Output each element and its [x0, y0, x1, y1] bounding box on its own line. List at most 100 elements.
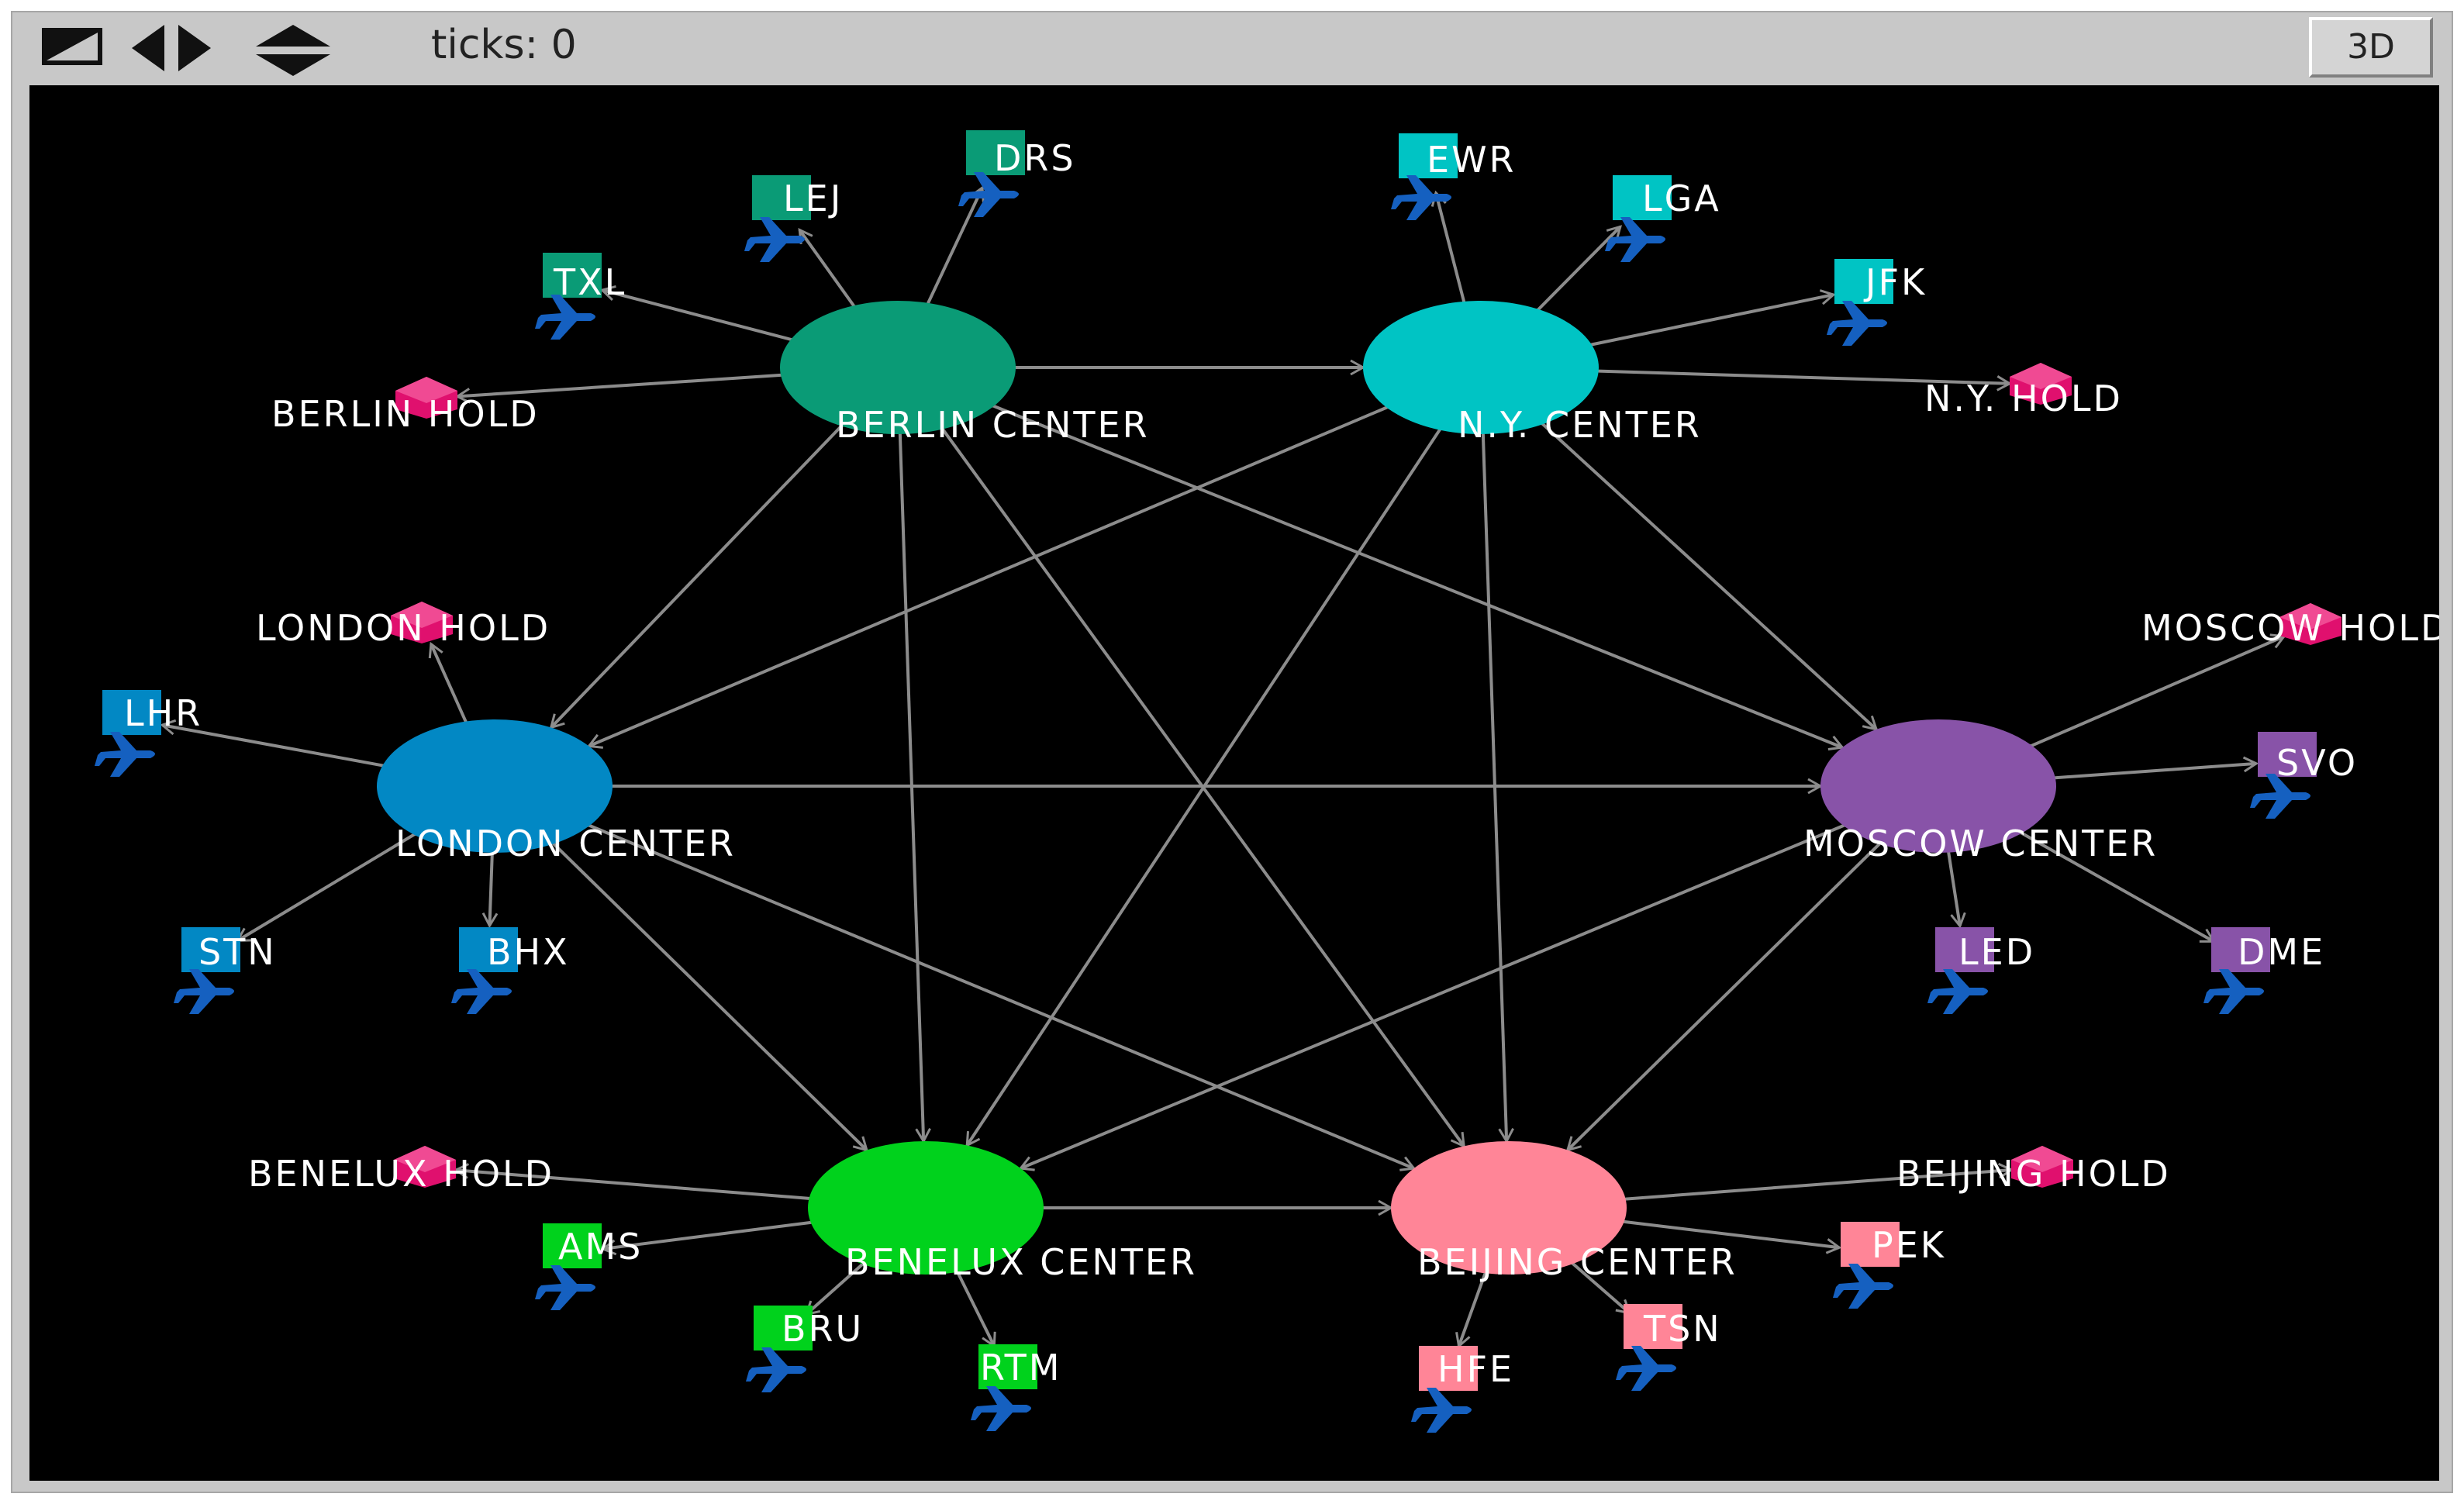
- airport-label-drs: DRS: [994, 137, 1076, 179]
- hold-label-moscow: MOSCOW HOLD: [2141, 607, 2439, 649]
- airport-node-ewr: [1391, 133, 1458, 220]
- 3d-view-button[interactable]: 3D: [2309, 17, 2433, 78]
- airport-node-bru: [746, 1306, 813, 1392]
- airport-label-txl: TXL: [553, 261, 626, 303]
- center-node-london: [377, 719, 613, 853]
- airport-label-ams: AMS: [558, 1226, 643, 1268]
- airport-square-lej: [752, 175, 811, 220]
- link-ny-lga: [1524, 225, 1623, 324]
- airport-square-txl: [543, 253, 602, 298]
- center-node-berlin: [780, 301, 1016, 434]
- plane-icon: [1411, 1388, 1472, 1433]
- step-forward-icon[interactable]: [175, 23, 214, 73]
- link-ny-moscow: [1528, 410, 1879, 731]
- airport-square-dme: [2211, 927, 2270, 972]
- airport-label-jfk: JFK: [1863, 261, 1927, 303]
- link-berlin-lej: [798, 228, 868, 320]
- link-london-stn: [235, 821, 429, 943]
- plane-icon: [1391, 175, 1451, 220]
- airport-square-lhr: [102, 690, 161, 735]
- center-label-berlin: BERLIN CENTER: [836, 404, 1150, 446]
- plane-icon: [746, 1347, 806, 1392]
- link-moscow-dme: [2007, 820, 2216, 943]
- link-ny-london: [586, 395, 1401, 749]
- airport-square-rtm: [978, 1344, 1037, 1389]
- airport-label-lga: LGA: [1642, 178, 1721, 219]
- plane-icon: [535, 295, 595, 340]
- link-berlin-txl: [599, 285, 806, 350]
- airport-node-ams: [535, 1223, 602, 1310]
- link-moscow-beijing: [1565, 830, 1894, 1152]
- link-london-hold: [428, 641, 478, 736]
- airport-node-stn: [174, 927, 240, 1014]
- link-moscow-hold: [2017, 633, 2286, 758]
- hold-node-beijing: [2011, 1146, 2073, 1188]
- plane-icon: [958, 172, 1019, 217]
- netlogo-view-window: ticks: 0 3D BERLIN CENTER N.Y. CENTER LOND…: [11, 11, 2453, 1493]
- hold-node-benelux: [394, 1146, 456, 1188]
- link-benelux-bru: [804, 1250, 877, 1316]
- airport-node-dme: [2203, 927, 2270, 1014]
- link-moscow-led: [1938, 838, 1966, 929]
- center-label-moscow: MOSCOW CENTER: [1803, 823, 2158, 864]
- airport-square-lga: [1613, 175, 1672, 220]
- link-beijing-hold: [1612, 1162, 2014, 1209]
- step-back-icon[interactable]: [129, 23, 167, 73]
- link-london-benelux: [539, 830, 869, 1152]
- link-moscow-svo: [2041, 756, 2259, 787]
- link-london-lhr: [160, 719, 397, 776]
- center-node-moscow: [1820, 719, 2056, 853]
- plane-icon: [1927, 969, 1988, 1014]
- hold-node-moscow: [2279, 603, 2341, 645]
- airport-square-drs: [966, 130, 1025, 175]
- airport-square-bhx: [459, 927, 518, 972]
- airport-node-tsn: [1616, 1304, 1682, 1391]
- center-label-beijing: BEIJING CENTER: [1417, 1241, 1738, 1283]
- airport-square-led: [1935, 927, 1994, 972]
- center-label-ny: N.Y. CENTER: [1458, 404, 1702, 446]
- link-london-bhx: [481, 839, 501, 929]
- plane-icon: [1833, 1264, 1893, 1309]
- airport-square-stn: [181, 927, 240, 972]
- link-benelux-rtm: [945, 1257, 996, 1348]
- hold-label-london: LONDON HOLD: [256, 607, 550, 649]
- plane-icon: [2203, 969, 2264, 1014]
- link-london-beijing: [575, 813, 1417, 1171]
- plane-icon: [451, 969, 512, 1014]
- link-beijing-pek: [1610, 1212, 1842, 1254]
- airport-square-svo: [2258, 732, 2317, 777]
- airport-node-lhr: [95, 690, 161, 777]
- airport-node-pek: [1833, 1222, 1900, 1309]
- link-berlin-drs: [916, 185, 985, 318]
- airport-label-pek: PEK: [1872, 1224, 1946, 1266]
- link-ny-jfk: [1577, 289, 1836, 355]
- airport-node-bhx: [451, 927, 518, 1014]
- airport-label-dme: DME: [2238, 931, 2325, 973]
- ticks-counter: ticks: 0: [431, 22, 577, 68]
- airport-node-txl: [535, 253, 602, 340]
- center-node-benelux: [808, 1141, 1044, 1275]
- airport-label-bru: BRU: [782, 1308, 864, 1350]
- nodes-layer: [95, 130, 2341, 1433]
- link-beijing-hfe: [1455, 1258, 1497, 1349]
- airport-square-tsn: [1624, 1304, 1682, 1349]
- airport-node-svo: [2250, 732, 2317, 819]
- airport-label-lej: LEJ: [783, 178, 843, 219]
- airport-node-lej: [744, 175, 811, 262]
- airport-square-ams: [543, 1223, 602, 1268]
- speed-updown-icon[interactable]: [253, 23, 333, 78]
- plane-icon: [1616, 1346, 1676, 1391]
- airport-square-pek: [1841, 1222, 1900, 1267]
- center-label-benelux: BENELUX CENTER: [845, 1241, 1197, 1283]
- plane-icon: [95, 732, 155, 777]
- airport-label-lhr: LHR: [124, 692, 202, 734]
- collapse-icon[interactable]: [39, 23, 105, 70]
- hold-node-ny: [2010, 363, 2072, 405]
- link-ny-hold: [1585, 362, 2013, 392]
- airport-label-svo: SVO: [2276, 742, 2358, 784]
- airport-square-jfk: [1834, 259, 1893, 304]
- airport-label-tsn: TSN: [1643, 1308, 1722, 1350]
